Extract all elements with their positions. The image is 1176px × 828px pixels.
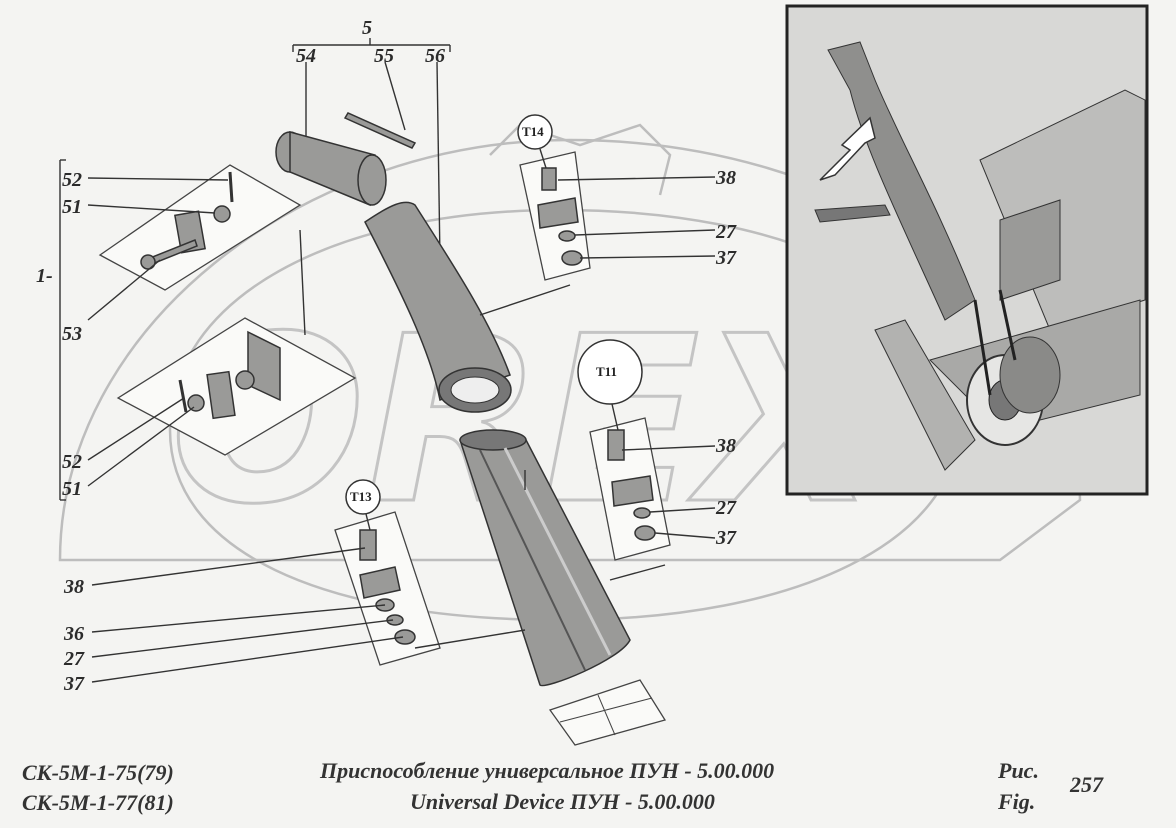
callout-55: 55 — [374, 45, 394, 67]
part-56-spout — [364, 201, 512, 413]
callout-5: 5 — [362, 17, 372, 39]
figure-label-en: Fig. — [998, 789, 1036, 814]
figure-number: 257 — [1070, 772, 1103, 797]
callout-53: 53 — [62, 323, 82, 345]
callout-37-t14: 37 — [715, 247, 737, 269]
part-54-tube — [275, 131, 387, 207]
model-line-1: СК-5М-1-75(79) — [22, 760, 174, 785]
installed-view-inset — [785, 4, 1149, 496]
figure-label-ru: Рис. — [998, 758, 1039, 783]
tag-t11: T11 — [596, 364, 617, 379]
fastener-card-t13 — [334, 479, 441, 666]
straight-tube — [459, 429, 667, 746]
callout-1: 1- — [36, 265, 53, 287]
title-english: Universal Device ПУН - 5.00.000 — [410, 789, 715, 814]
link-t14 — [479, 284, 571, 316]
fastener-card-t11 — [577, 339, 671, 561]
callout-27-t14: 27 — [715, 221, 737, 243]
callout-51-bottom: 51 — [62, 478, 82, 500]
tag-t14: T14 — [522, 124, 544, 139]
callout-38-t13: 38 — [63, 576, 84, 598]
callout-54: 54 — [296, 45, 316, 67]
tag-t13: T13 — [350, 489, 372, 504]
assembly-5-bracket — [292, 38, 451, 261]
callout-27-t13: 27 — [63, 648, 85, 670]
fastener-plate-upper — [98, 164, 302, 291]
callout-52-top: 52 — [62, 169, 82, 191]
title-russian: Приспособление универсальное ПУН - 5.00.… — [320, 758, 775, 783]
fastener-card-t14 — [517, 114, 591, 281]
callout-56: 56 — [425, 45, 445, 67]
model-line-2: СК-5М-1-77(81) — [22, 790, 174, 815]
fastener-plate-lower — [116, 317, 357, 456]
callout-37-t13: 37 — [63, 673, 85, 695]
callout-37-t11: 37 — [715, 527, 737, 549]
callout-51-top: 51 — [62, 196, 82, 218]
group-1-bracket — [59, 159, 66, 501]
callout-52-bottom: 52 — [62, 451, 82, 473]
callout-38-t14: 38 — [715, 167, 736, 189]
callout-38-t11: 38 — [715, 435, 736, 457]
callout-36-t13: 36 — [63, 623, 84, 645]
callout-27-t11: 27 — [715, 497, 737, 519]
part-55-rod — [343, 112, 417, 149]
